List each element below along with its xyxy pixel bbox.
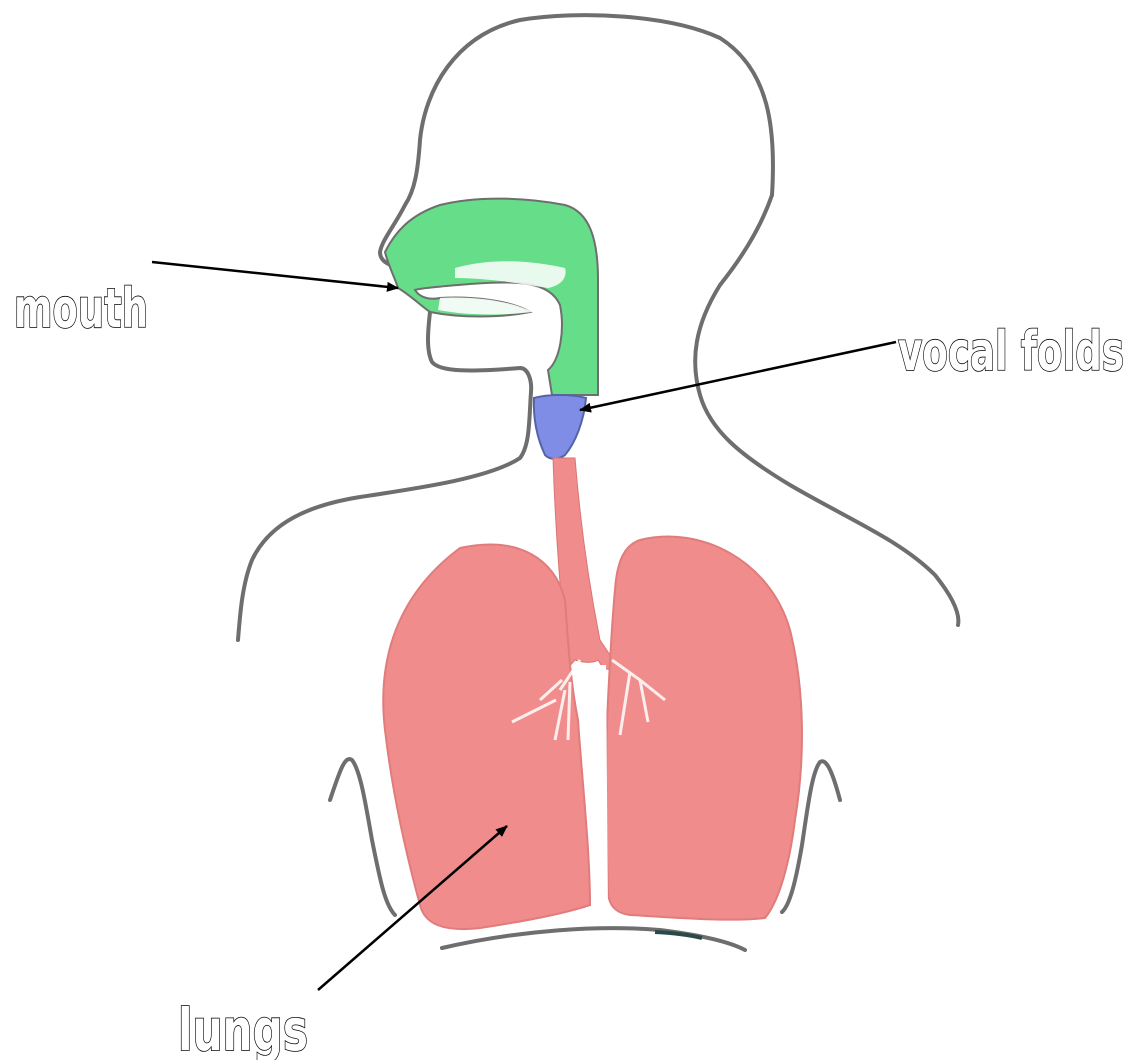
vocal-folds-arrow xyxy=(580,342,896,410)
left-rib-outline xyxy=(330,759,395,915)
right-lung xyxy=(606,537,802,920)
left-lung xyxy=(383,545,590,930)
lungs-label: lungs xyxy=(178,996,308,1060)
vocal-folds-larynx xyxy=(534,395,586,459)
mouth-arrow xyxy=(152,262,398,288)
mediastinum-gap xyxy=(590,665,608,915)
mouth-cavity xyxy=(385,199,598,395)
vocal-folds-label: vocal folds xyxy=(898,320,1124,383)
chin-outline xyxy=(428,312,531,392)
mouth-label: mouth xyxy=(14,277,148,340)
diaphragm-accent xyxy=(655,932,702,938)
